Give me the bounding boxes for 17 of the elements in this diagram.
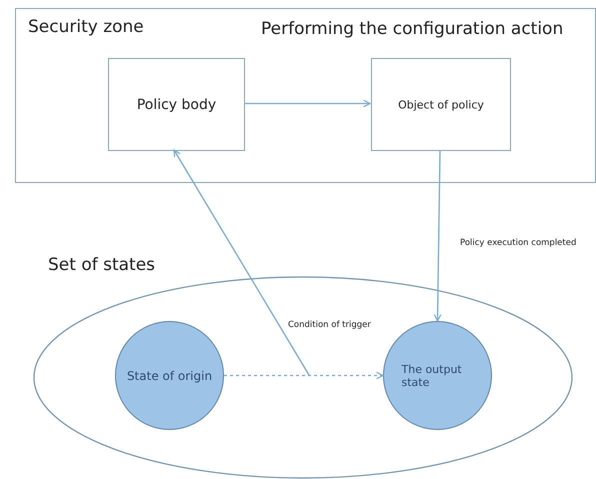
arrow (224, 372, 384, 380)
node-label: State of origin (126, 368, 212, 382)
process-box (371, 58, 511, 151)
node-label: Performing the configuration action (261, 19, 564, 39)
arrow (244, 100, 371, 108)
arrow (173, 149, 310, 376)
arrow (434, 150, 442, 322)
edge-label: Condition of trigger (286, 319, 373, 331)
process-box (108, 58, 245, 151)
edge-label: Policy execution completed (458, 237, 578, 249)
node-label: Policy body (136, 96, 216, 112)
zone-box (15, 8, 596, 183)
node-label: The output state (402, 362, 463, 388)
node-label: Object of policy (398, 98, 484, 111)
group-heading: Set of states (48, 255, 156, 275)
state-set-ellipse (33, 255, 573, 479)
group-heading: Security zone (28, 17, 144, 37)
